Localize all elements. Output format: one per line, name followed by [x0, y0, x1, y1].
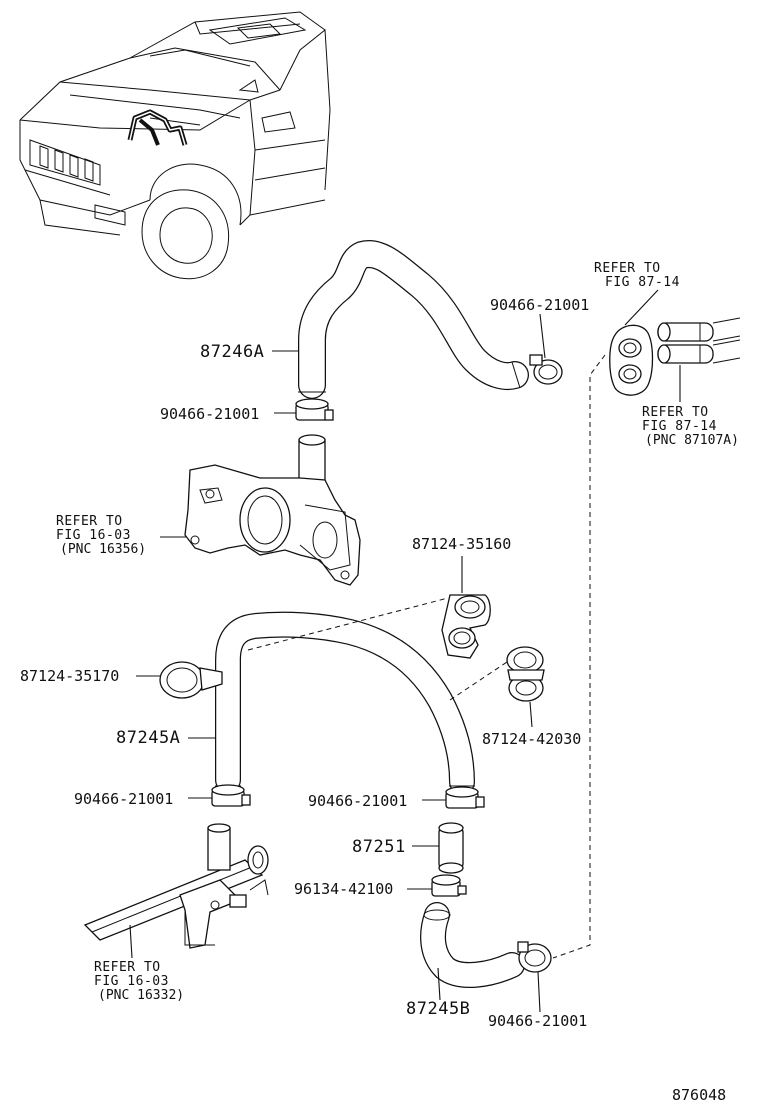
- label-clamp-87124-35160[interactable]: 87124-35160: [412, 535, 511, 553]
- ref-fig-8714-b-line2[interactable]: FIG 87-14: [642, 419, 717, 434]
- water-bypass-pipe[interactable]: [83, 823, 269, 949]
- vehicle-illustration: [19, 11, 331, 280]
- part-labels: 87246A 90466-21001 90466-21001 REFER TO …: [20, 261, 739, 1104]
- ref-fig-1603-a-line2[interactable]: FIG 16-03: [56, 528, 131, 543]
- heater-pipes[interactable]: [657, 317, 741, 364]
- label-clamp-upper-right[interactable]: 90466-21001: [490, 296, 589, 314]
- label-clamp-96134[interactable]: 96134-42100: [294, 880, 393, 898]
- clamp-upper-left[interactable]: [295, 398, 334, 421]
- label-clamp-upper-left[interactable]: 90466-21001: [160, 405, 259, 423]
- clamp-mid-left[interactable]: [211, 784, 251, 807]
- ref-fig-8714-b-line3: (PNC 87107A): [645, 433, 739, 448]
- clamp-87124-35170[interactable]: [159, 661, 223, 699]
- clamp-87124-35160[interactable]: [441, 594, 491, 659]
- ref-fig-1603-b-line1: REFER TO: [94, 960, 161, 975]
- label-clamp-87124-35170[interactable]: 87124-35170: [20, 667, 119, 685]
- water-outlet-housing[interactable]: [184, 434, 361, 586]
- ref-fig-1603-a-line1: REFER TO: [56, 514, 123, 529]
- hose-87245b[interactable]: [420, 902, 525, 988]
- hose-87246a[interactable]: [298, 240, 529, 399]
- ref-fig-8714-a-line2[interactable]: FIG 87-14: [605, 275, 680, 290]
- label-clamp-87124-42030[interactable]: 87124-42030: [482, 730, 581, 748]
- ref-fig-1603-b-line3: (PNC 16332): [98, 988, 184, 1003]
- pipe-87251[interactable]: [438, 822, 464, 874]
- label-clamp-mid-left[interactable]: 90466-21001: [74, 790, 173, 808]
- ref-fig-1603-b-line2[interactable]: FIG 16-03: [94, 974, 169, 989]
- ref-fig-8714-b-line1: REFER TO: [642, 405, 709, 420]
- label-clamp-mid-right[interactable]: 90466-21001: [308, 792, 407, 810]
- dashed-reference-lines: [247, 354, 606, 959]
- clamp-87124-42030[interactable]: [506, 646, 545, 702]
- leader-lines: [129, 289, 681, 1013]
- ref-fig-1603-a-line3: (PNC 16356): [60, 542, 146, 557]
- label-hose-middle[interactable]: 87245A: [116, 728, 180, 748]
- label-hose-lower[interactable]: 87245B: [406, 999, 470, 1019]
- label-clamp-lower-right[interactable]: 90466-21001: [488, 1012, 587, 1030]
- grommet-plate[interactable]: [609, 324, 654, 396]
- clamp-lower-right[interactable]: [517, 941, 552, 973]
- clamp-96134-42100[interactable]: [431, 874, 467, 897]
- label-hose-upper[interactable]: 87246A: [200, 342, 264, 362]
- ref-fig-8714-a-line1: REFER TO: [594, 261, 661, 276]
- clamp-upper-right[interactable]: [529, 354, 563, 385]
- label-pipe-87251[interactable]: 87251: [352, 837, 406, 857]
- engine-hose-highlight: [127, 109, 188, 146]
- hose-87245a[interactable]: [215, 611, 475, 795]
- figure-number: 876048: [672, 1086, 726, 1104]
- clamp-mid-right[interactable]: [445, 786, 485, 809]
